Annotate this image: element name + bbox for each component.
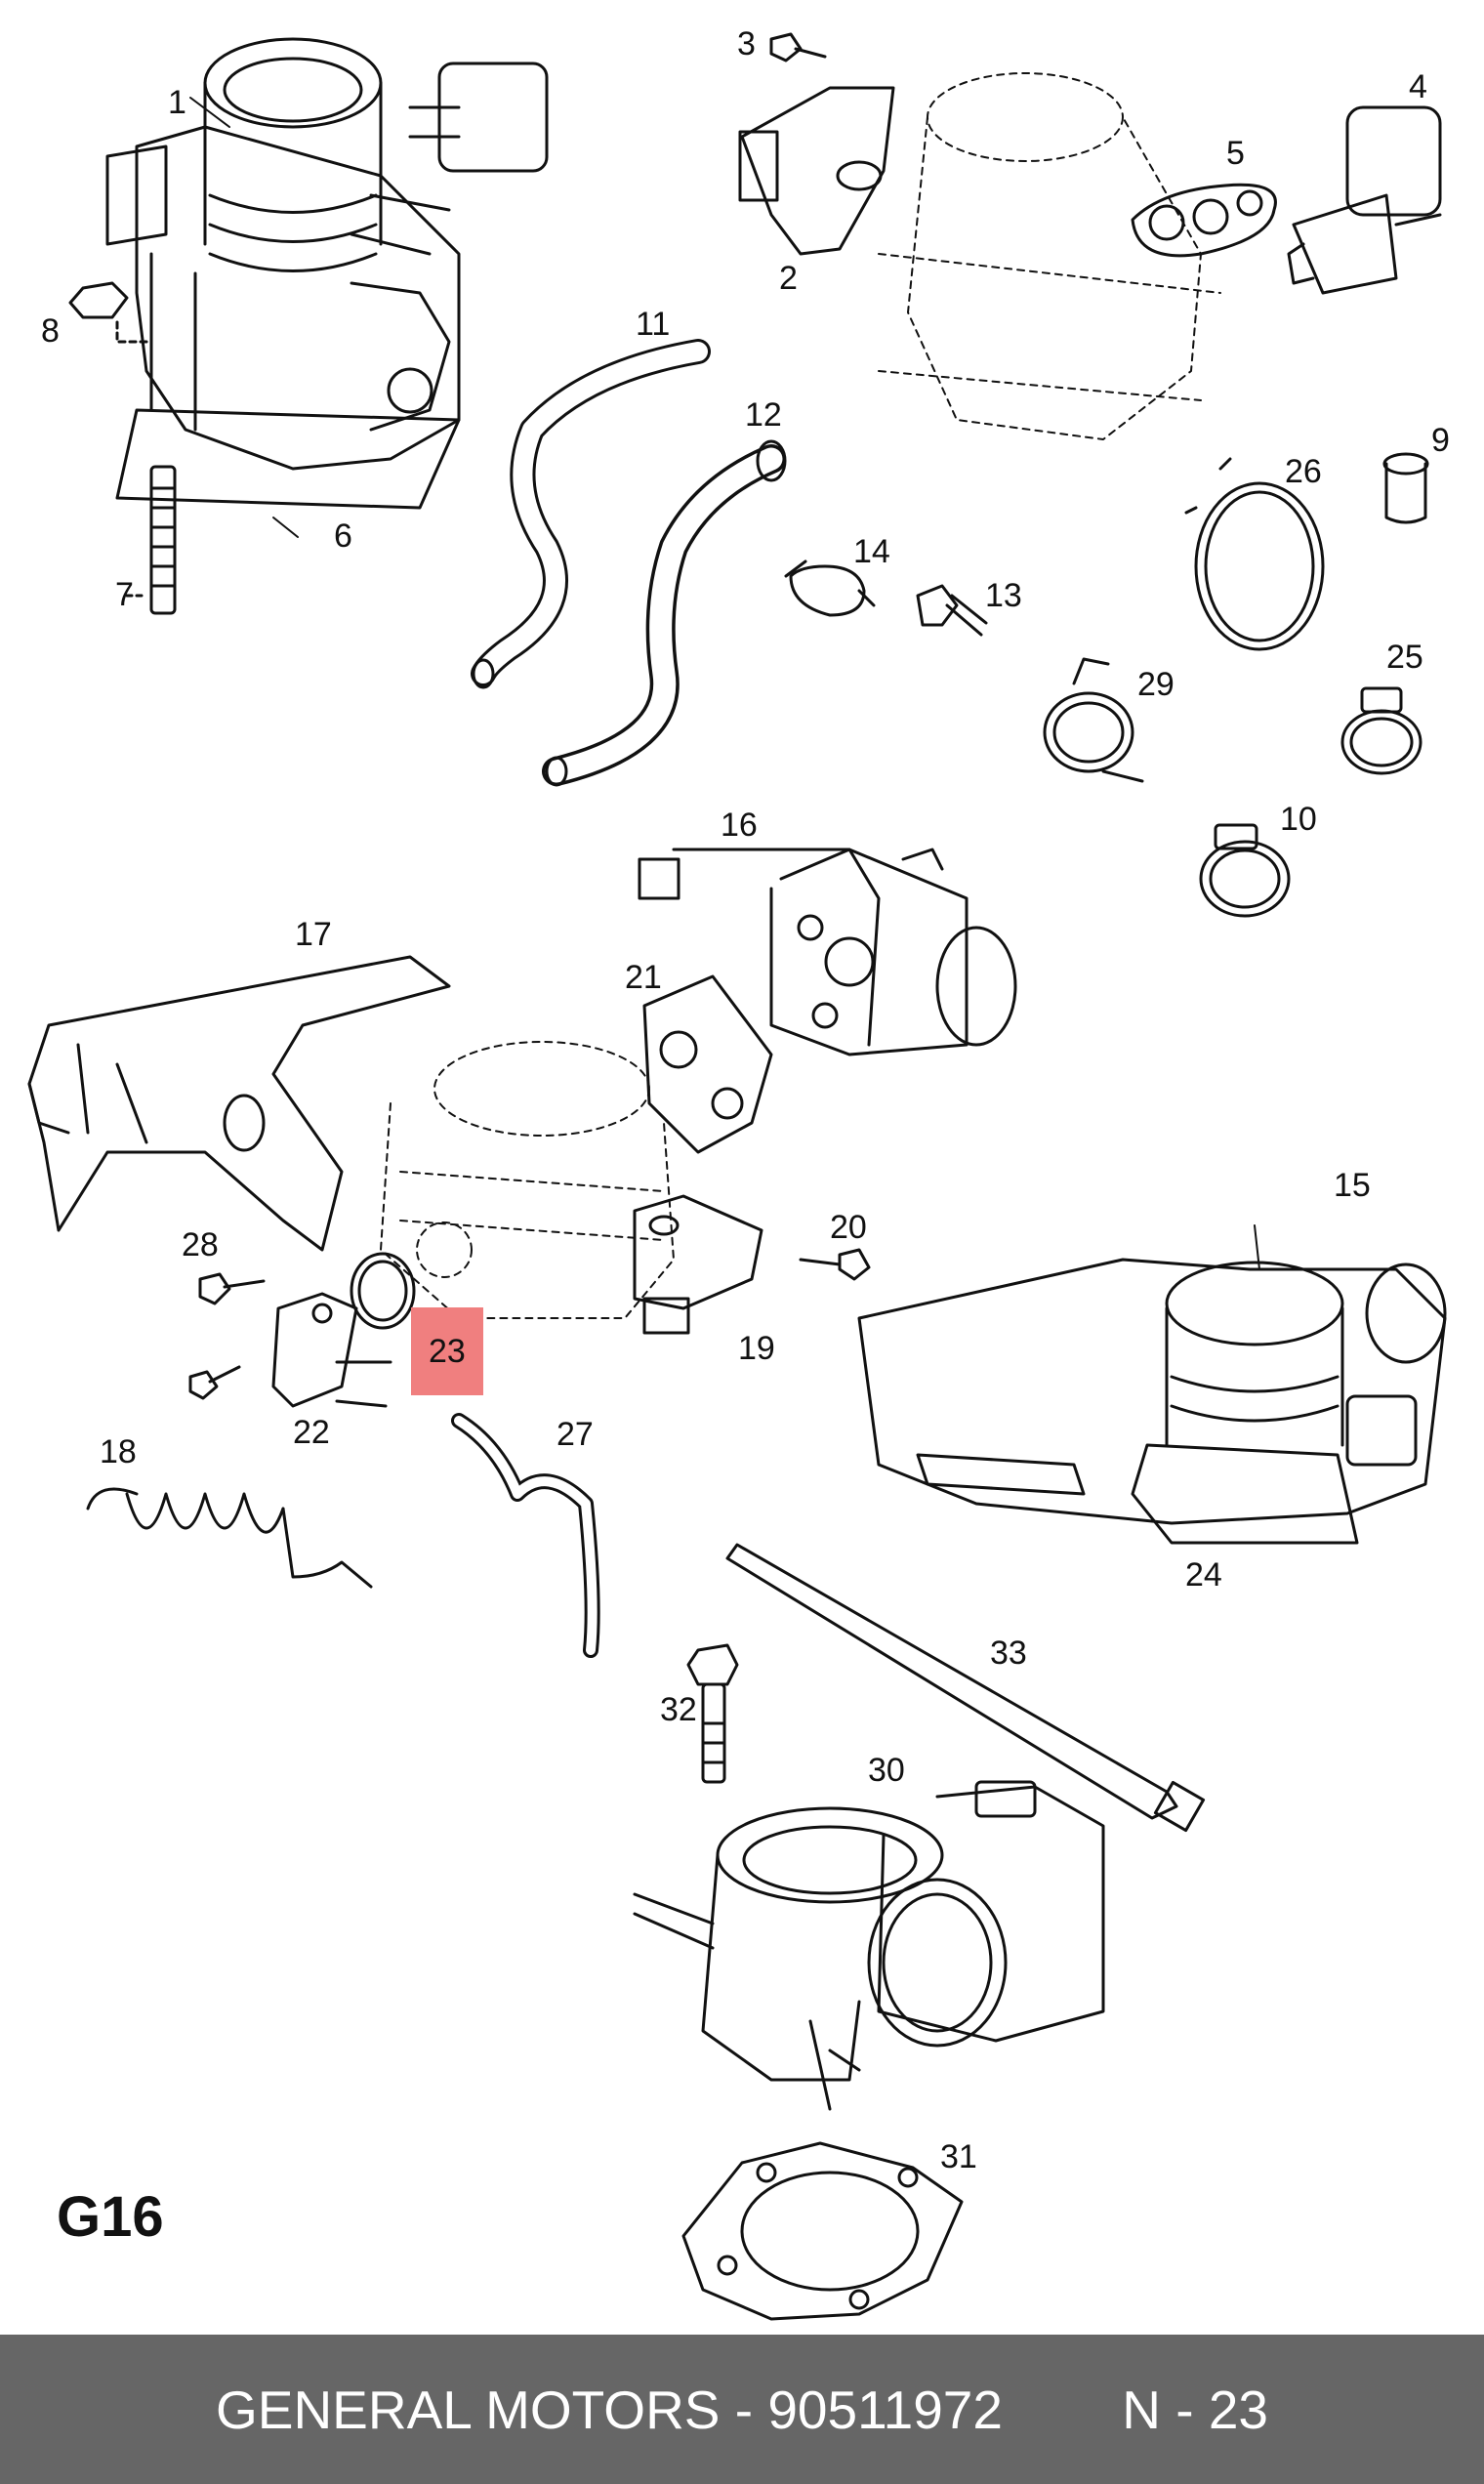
part-27-hose bbox=[451, 1413, 600, 1658]
callout-16: 16 bbox=[721, 807, 758, 844]
section-code-label: G16 bbox=[57, 2185, 164, 2249]
callout-30: 30 bbox=[868, 1752, 905, 1789]
callout-7: 7 bbox=[115, 576, 134, 613]
callout-11: 11 bbox=[636, 306, 671, 343]
part-32-bolt bbox=[686, 1643, 739, 1784]
callout-15: 15 bbox=[1334, 1167, 1371, 1204]
callout-10: 10 bbox=[1280, 801, 1317, 838]
callout-25: 25 bbox=[1386, 639, 1423, 676]
part-2-throttle-position-sensor bbox=[738, 86, 895, 256]
part-7-stud bbox=[125, 465, 177, 615]
part-15-throttle-assembly bbox=[857, 1258, 1447, 1525]
part-13-bolt bbox=[916, 584, 988, 637]
part-29-clamp bbox=[1043, 657, 1144, 783]
part-8-nut bbox=[68, 281, 148, 344]
callout-19: 19 bbox=[738, 1330, 775, 1367]
part-17-bracket bbox=[27, 955, 451, 1252]
part-31-gasket bbox=[681, 2141, 964, 2321]
part-25-clamp bbox=[1340, 686, 1422, 775]
part-21-gasket bbox=[642, 974, 773, 1154]
callout-4: 4 bbox=[1409, 68, 1427, 105]
callout-26: 26 bbox=[1285, 453, 1322, 490]
callout-9: 9 bbox=[1431, 422, 1450, 459]
callout-22: 22 bbox=[293, 1414, 330, 1451]
callout-33: 33 bbox=[990, 1635, 1027, 1672]
leader-lines bbox=[189, 97, 1260, 1270]
part-22-sensor bbox=[271, 1292, 392, 1408]
part-12-hose bbox=[542, 439, 787, 787]
part-14-clip bbox=[784, 559, 876, 617]
callout-12: 12 bbox=[745, 396, 782, 434]
part-3-screw bbox=[769, 32, 827, 62]
callout-21: 21 bbox=[625, 959, 662, 996]
callout-29: 29 bbox=[1137, 666, 1175, 703]
callout-1: 1 bbox=[168, 84, 186, 121]
callout-14: 14 bbox=[853, 533, 890, 570]
callout-18: 18 bbox=[100, 1433, 137, 1470]
callout-32: 32 bbox=[660, 1691, 697, 1728]
part-20-screw bbox=[799, 1248, 871, 1281]
part-16-idle-valve bbox=[638, 848, 1017, 1056]
part-33-cable-tie bbox=[725, 1543, 1206, 1833]
part-30-throttle-body bbox=[633, 1780, 1105, 2111]
part-24-gasket-plate bbox=[1131, 1443, 1359, 1545]
part-19-sensor bbox=[633, 1194, 763, 1335]
callout-17: 17 bbox=[295, 916, 332, 953]
part-9-cap bbox=[1382, 452, 1429, 524]
part-5-gasket bbox=[1131, 183, 1277, 258]
footer-caption: GENERAL MOTORS - 90511972 N - 23 bbox=[0, 2335, 1484, 2484]
callout-31: 31 bbox=[940, 2138, 977, 2175]
part-26-clamp-ring bbox=[1184, 457, 1325, 651]
part-28-screw bbox=[188, 1272, 266, 1400]
part-18-spring bbox=[86, 1487, 373, 1589]
callout-13: 13 bbox=[985, 577, 1022, 614]
callout-20: 20 bbox=[830, 1209, 867, 1246]
callout-8: 8 bbox=[41, 312, 60, 350]
callout-28: 28 bbox=[182, 1226, 219, 1263]
callout-3: 3 bbox=[737, 25, 756, 62]
footer-bar: GENERAL MOTORS - 90511972 N - 23 bbox=[0, 2335, 1484, 2484]
footer-brand-part-number: GENERAL MOTORS - 90511972 bbox=[215, 2379, 1003, 2440]
part-11-hose bbox=[471, 339, 711, 689]
callout-5: 5 bbox=[1226, 135, 1245, 172]
part-1-throttle-housing bbox=[105, 37, 549, 510]
ghost-throttle-body-middle bbox=[380, 1041, 675, 1319]
callout-27: 27 bbox=[556, 1416, 594, 1453]
part-10-clamp bbox=[1199, 823, 1291, 918]
part-23-o-ring bbox=[350, 1252, 416, 1330]
callout-24: 24 bbox=[1185, 1556, 1222, 1594]
parts-diagram bbox=[27, 32, 1447, 2321]
callout-23-highlighted: 23 bbox=[411, 1307, 483, 1395]
part-4-idle-actuator bbox=[1287, 105, 1442, 295]
footer-reference: N - 23 bbox=[1122, 2379, 1269, 2440]
callout-2: 2 bbox=[779, 260, 798, 297]
callout-6: 6 bbox=[334, 518, 352, 555]
